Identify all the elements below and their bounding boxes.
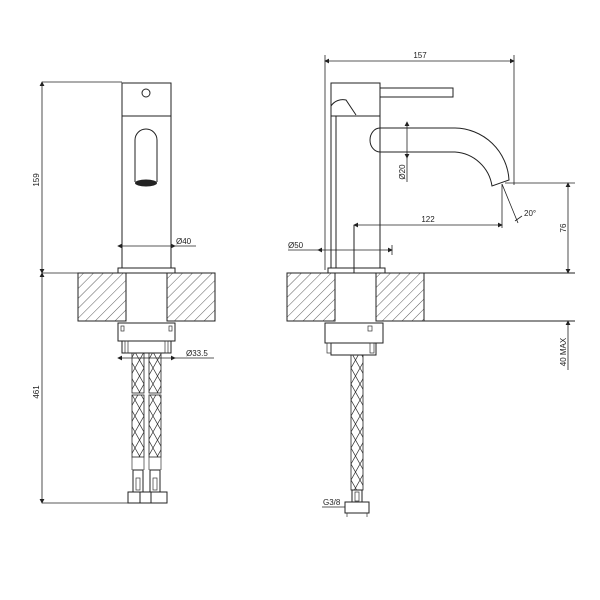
side-view: 157 Ø20 122 20° 76 [286,51,575,517]
counter-right-section [166,272,216,322]
side-counter-right-section [375,272,425,322]
spout-diameter-label: Ø20 [398,164,407,180]
side-counter-left-section [286,272,336,322]
side-fixing-nut [324,322,384,356]
front-hoses [127,352,168,504]
body-diameter-label: Ø40 [176,237,192,246]
front-view: 159 461 Ø40 [32,81,216,504]
spout-height-label: 76 [559,223,568,232]
hose-diameter-label: Ø33.5 [186,349,208,358]
front-fixing-nut [117,322,176,354]
front-faucet-body [117,82,176,274]
total-depth-label: 157 [413,51,427,60]
base-diameter-label: Ø50 [288,241,304,250]
counter-left-section [77,272,127,322]
counter-thickness-label: 40 MAX [559,337,568,366]
spout-reach-label: 122 [421,215,435,224]
front-height-dimension [39,81,130,504]
spout-angle-label: 20° [524,209,536,218]
height-159-label: 159 [32,173,41,187]
side-faucet-body [327,82,510,274]
height-461-label: 461 [32,385,41,399]
side-hose [344,354,370,517]
connection-thread-label: G3/8 [323,498,341,507]
